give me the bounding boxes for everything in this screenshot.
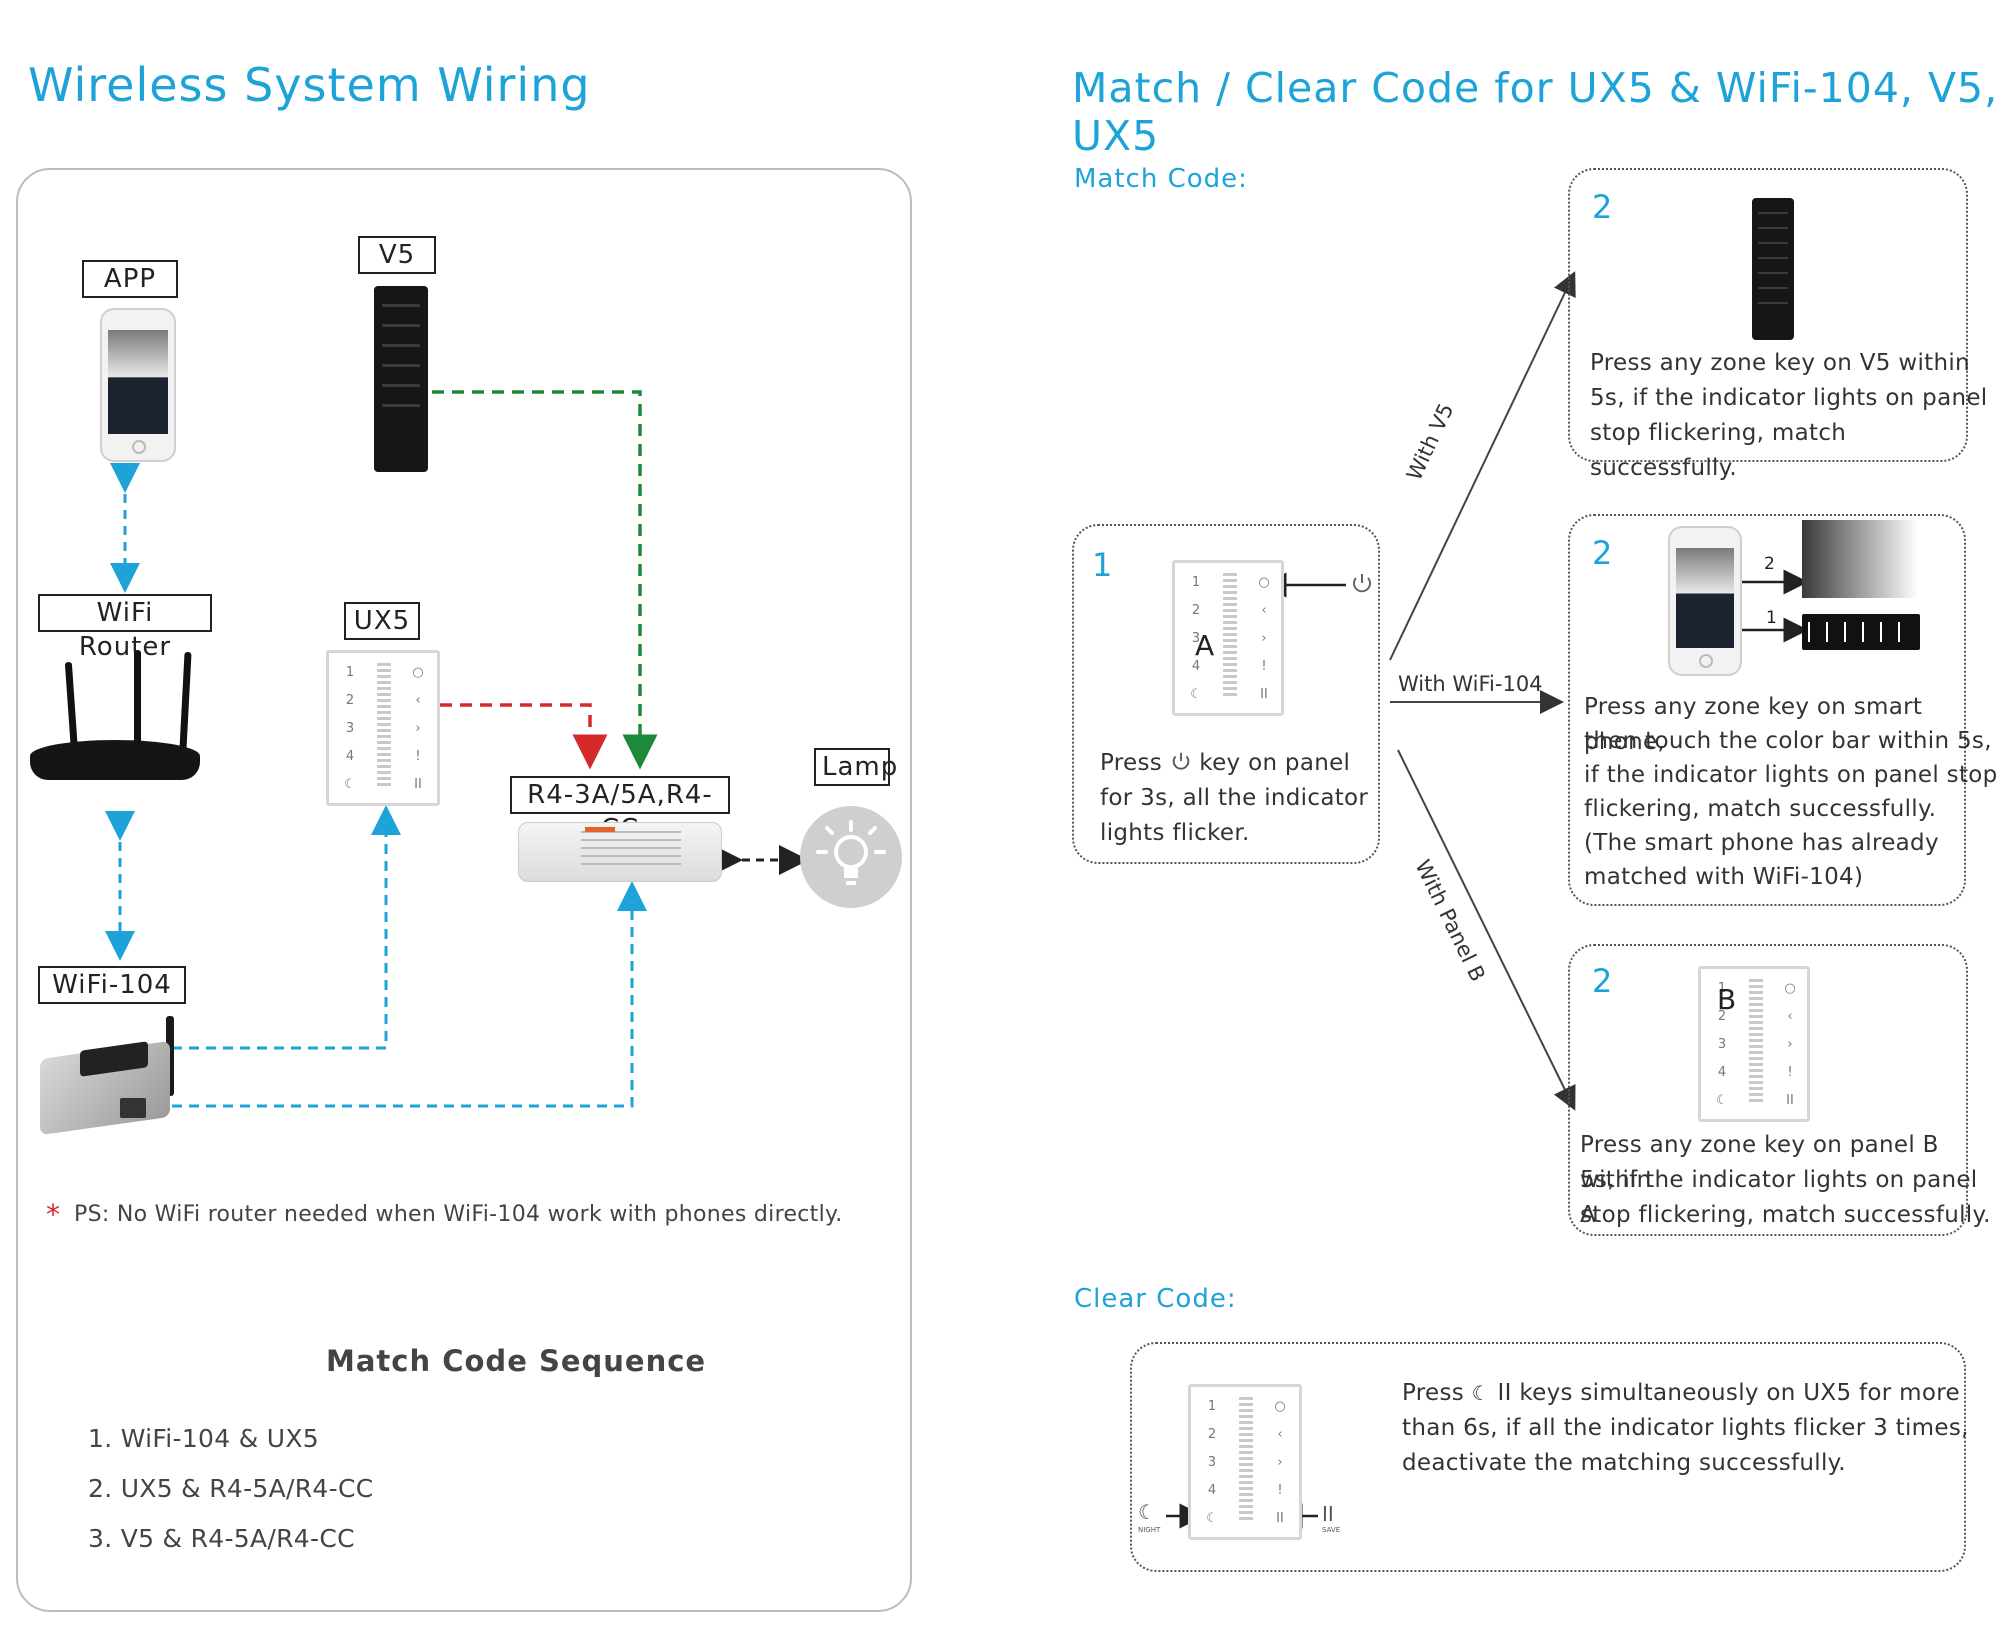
step1-text-key: key on panel [1199, 750, 1351, 776]
branch-arrow-v5 [1389, 271, 1576, 661]
marker-1: 1 [1766, 608, 1777, 628]
app-label: APP [82, 260, 178, 298]
step1-text-line: for 3s, all the indicator [1100, 785, 1369, 811]
sequence-item: 1. WiFi-104 & UX5 [88, 1424, 319, 1453]
router-icon [30, 650, 200, 790]
connector-wifi104-ux5 [172, 805, 401, 1050]
panel-a-letter: A [1195, 629, 1215, 662]
v5-remote-icon [374, 286, 428, 472]
marker-2: 2 [1764, 554, 1775, 574]
save-key-icon: II [1322, 1502, 1334, 1526]
step1-text-line: Press key on panel [1100, 746, 1350, 781]
v5-label: V5 [358, 236, 436, 274]
r4-controller-icon [518, 822, 722, 882]
clear-text-keys: keys simultaneously on UX5 for more [1519, 1380, 1960, 1406]
v5-remote-icon [1752, 198, 1794, 340]
wiring-panel [16, 168, 912, 1612]
ux5-label: UX5 [344, 602, 420, 640]
sequence-item: 3. V5 & R4-5A/R4-CC [88, 1524, 355, 1553]
step2-v5-text-line: Press any zone key on V5 within [1590, 350, 1970, 376]
match-code-label: Match Code: [1074, 164, 1248, 194]
clear-text-line: deactivate the matching successfully. [1402, 1450, 1846, 1476]
step2-wifi-text-line: (The smart phone has already [1584, 830, 1939, 856]
night-key-icon: ☾ [1471, 1381, 1490, 1405]
wifi-router-label: WiFi Router [38, 594, 212, 662]
clear-code-label: Clear Code: [1074, 1284, 1237, 1314]
power-icon [1350, 572, 1374, 596]
step2-wifi-box [1568, 514, 1966, 906]
step2-wifi-text-line: then touch the color bar within 5s, [1584, 728, 1992, 754]
step2-wifi-number: 2 [1592, 534, 1613, 572]
lamp-label: Lamp [814, 748, 897, 786]
step2-panel-text-line: 5s, if the indicator lights on panel A [1580, 1167, 1978, 1228]
step2-v5-text-line: stop flickering, match successfully. [1590, 420, 1847, 481]
step2-panel-number: 2 [1592, 962, 1613, 1000]
connector-v5-r4 [432, 390, 658, 770]
step2-wifi-text-line: flickering, match successfully. [1584, 796, 1937, 822]
ps-asterisk: * [46, 1198, 60, 1231]
night-key-icon: ☾ [1138, 1500, 1156, 1524]
right-title: Match / Clear Code for UX5 & WiFi-104, V… [1072, 64, 1999, 160]
left-title: Wireless System Wiring [28, 58, 591, 112]
wifi104-label: WiFi-104 [38, 966, 186, 1004]
clear-text-line: Press ☾ II keys simultaneously on UX5 fo… [1402, 1376, 1960, 1411]
connector-ux5-r4 [440, 703, 608, 770]
step2-panel-box [1568, 944, 1968, 1236]
step2-v5-box [1568, 168, 1968, 462]
step1-box [1072, 524, 1380, 864]
zone-key-strip [1802, 614, 1920, 650]
lamp-icon [800, 806, 902, 908]
r4-label: R4-3A/5A,R4-CC [510, 776, 730, 844]
branch-arrow-panel [1397, 749, 1576, 1111]
step2-v5-number: 2 [1592, 188, 1613, 226]
branch-label-wifi: With WiFi-104 [1398, 672, 1543, 696]
save-key-icon: II [1497, 1380, 1512, 1406]
wifi104-device-icon [36, 1016, 176, 1140]
sequence-item: 2. UX5 & R4-5A/R4-CC [88, 1474, 374, 1503]
panel-b-letter: B [1717, 983, 1737, 1016]
step2-v5-text-line: 5s, if the indicator lights on panel [1590, 385, 1988, 411]
power-key-icon [1172, 752, 1189, 770]
step2-wifi-text-line: if the indicator lights on panel stop [1584, 762, 1998, 788]
save-key-label: SAVE [1322, 1526, 1341, 1534]
smartphone-icon [100, 308, 176, 462]
step2-panel-text-line: stop flickering, match successfully. [1580, 1202, 1991, 1228]
smartphone-icon [1668, 526, 1742, 676]
clear-text-line: than 6s, if all the indicator lights fli… [1402, 1415, 1969, 1441]
clear-text-press: Press [1402, 1380, 1465, 1406]
connector-wifi104-r4 [172, 881, 647, 1108]
step1-text-press: Press [1100, 750, 1163, 776]
step1-number: 1 [1092, 546, 1113, 584]
night-key-label: NIGHT [1138, 1526, 1161, 1534]
clear-box [1130, 1342, 1966, 1572]
step2-panel-text-line: Press any zone key on panel B within [1580, 1132, 1939, 1193]
step2-wifi-text-line: Press any zone key on smart phone, [1584, 694, 1923, 755]
sequence-title: Match Code Sequence [326, 1344, 707, 1378]
color-bar [1802, 520, 1918, 598]
step2-wifi-text-line: matched with WiFi-104) [1584, 864, 1864, 890]
step1-text-line: lights flicker. [1100, 820, 1250, 846]
ps-note: PS: No WiFi router needed when WiFi-104 … [74, 1202, 843, 1227]
